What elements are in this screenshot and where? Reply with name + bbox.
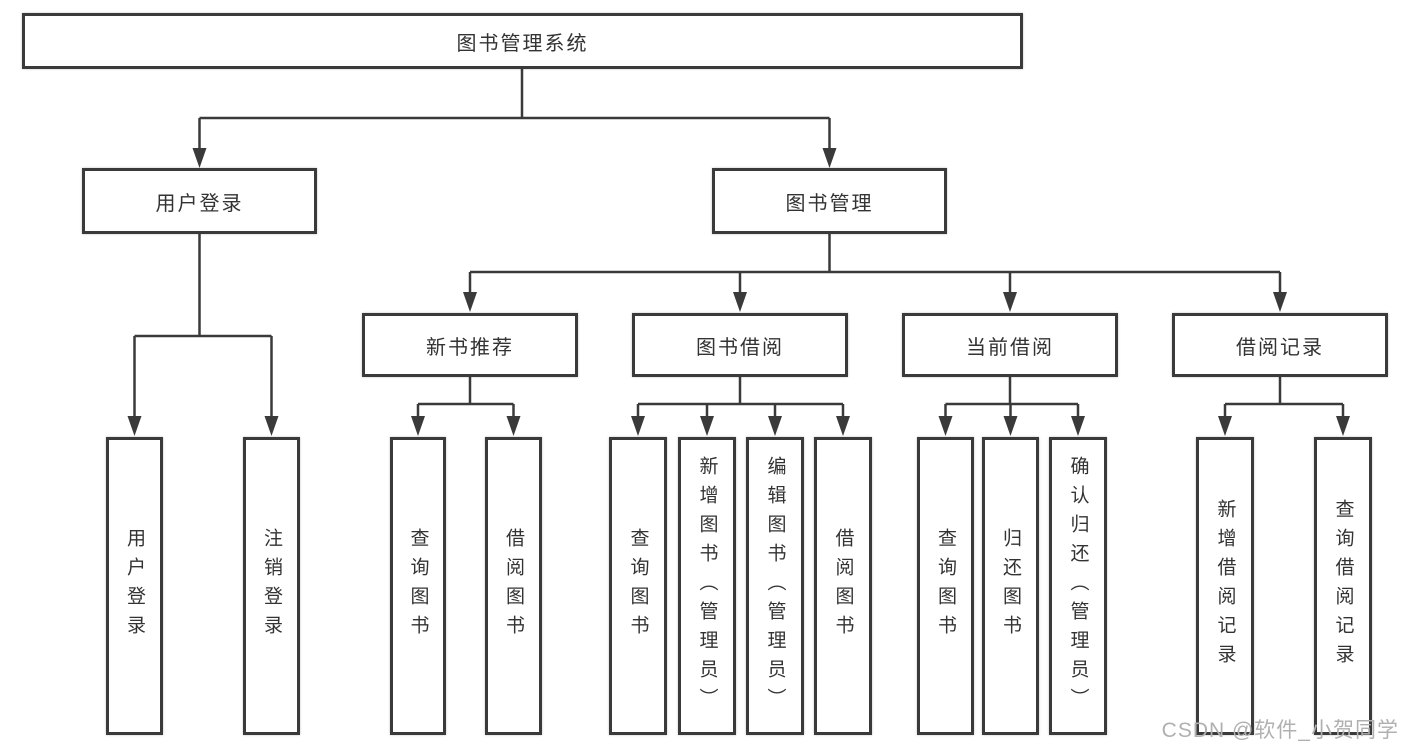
node-library-system: 图书管理系统 — [22, 13, 1023, 69]
leaf-user-login: 用户登录 — [106, 437, 163, 735]
leaf-borrow-books-label: 借阅图书 — [832, 528, 854, 644]
node-new-book-recommend: 新书推荐 — [362, 313, 578, 377]
leaf-add-borrow-record-label: 新增借阅记录 — [1214, 499, 1236, 673]
leaf-user-login-label: 用户登录 — [124, 528, 145, 644]
node-user-login: 用户登录 — [82, 168, 317, 234]
wire-root — [198, 69, 831, 150]
leaf-logout: 注销登录 — [243, 437, 300, 735]
watermark: CSDN @软件_小贺同学 — [1161, 719, 1399, 742]
node-borrow-records: 借阅记录 — [1172, 313, 1388, 377]
wire-user-login — [133, 233, 273, 418]
wire-current-borrow — [944, 377, 1080, 418]
wire-book-management — [468, 234, 1282, 294]
wire-new-book-recommend — [416, 377, 515, 418]
leaf-query-books-current-label: 查询图书 — [935, 528, 956, 644]
leaf-borrow-books: 借阅图书 — [814, 437, 872, 735]
leaf-confirm-return-admin: 确认归还（管理员） — [1049, 437, 1107, 735]
leaf-return-book: 归还图书 — [982, 437, 1039, 735]
leaf-query-books-recommend: 查询图书 — [390, 437, 446, 735]
leaf-borrow-books-recommend-label: 借阅图书 — [503, 528, 524, 644]
wire-book-borrow — [636, 377, 845, 418]
node-book-borrow: 图书借阅 — [632, 313, 848, 377]
arrowheads — [127, 148, 1350, 436]
leaf-borrow-books-recommend: 借阅图书 — [485, 437, 542, 735]
node-current-borrow: 当前借阅 — [902, 313, 1118, 377]
leaf-add-book-admin-label: 新增图书（管理员） — [696, 455, 718, 717]
leaf-confirm-return-admin-label: 确认归还（管理员） — [1067, 455, 1089, 717]
leaf-query-borrow-record: 查询借阅记录 — [1314, 437, 1372, 735]
leaf-return-book-label: 归还图书 — [1000, 528, 1021, 644]
leaf-logout-label: 注销登录 — [261, 528, 282, 644]
leaf-query-borrow-record-label: 查询借阅记录 — [1332, 499, 1354, 673]
wire-borrow-records — [1223, 377, 1345, 418]
leaf-add-borrow-record: 新增借阅记录 — [1196, 437, 1254, 735]
leaf-query-books-current: 查询图书 — [917, 437, 974, 735]
leaf-add-book-admin: 新增图书（管理员） — [678, 437, 736, 735]
leaf-query-books-borrow: 查询图书 — [609, 437, 667, 735]
leaf-query-books-recommend-label: 查询图书 — [407, 528, 429, 644]
leaf-edit-book-admin-label: 编辑图书（管理员） — [764, 455, 786, 717]
node-book-management: 图书管理 — [712, 168, 947, 234]
leaf-edit-book-admin: 编辑图书（管理员） — [746, 437, 804, 735]
leaf-query-books-borrow-label: 查询图书 — [627, 528, 649, 644]
